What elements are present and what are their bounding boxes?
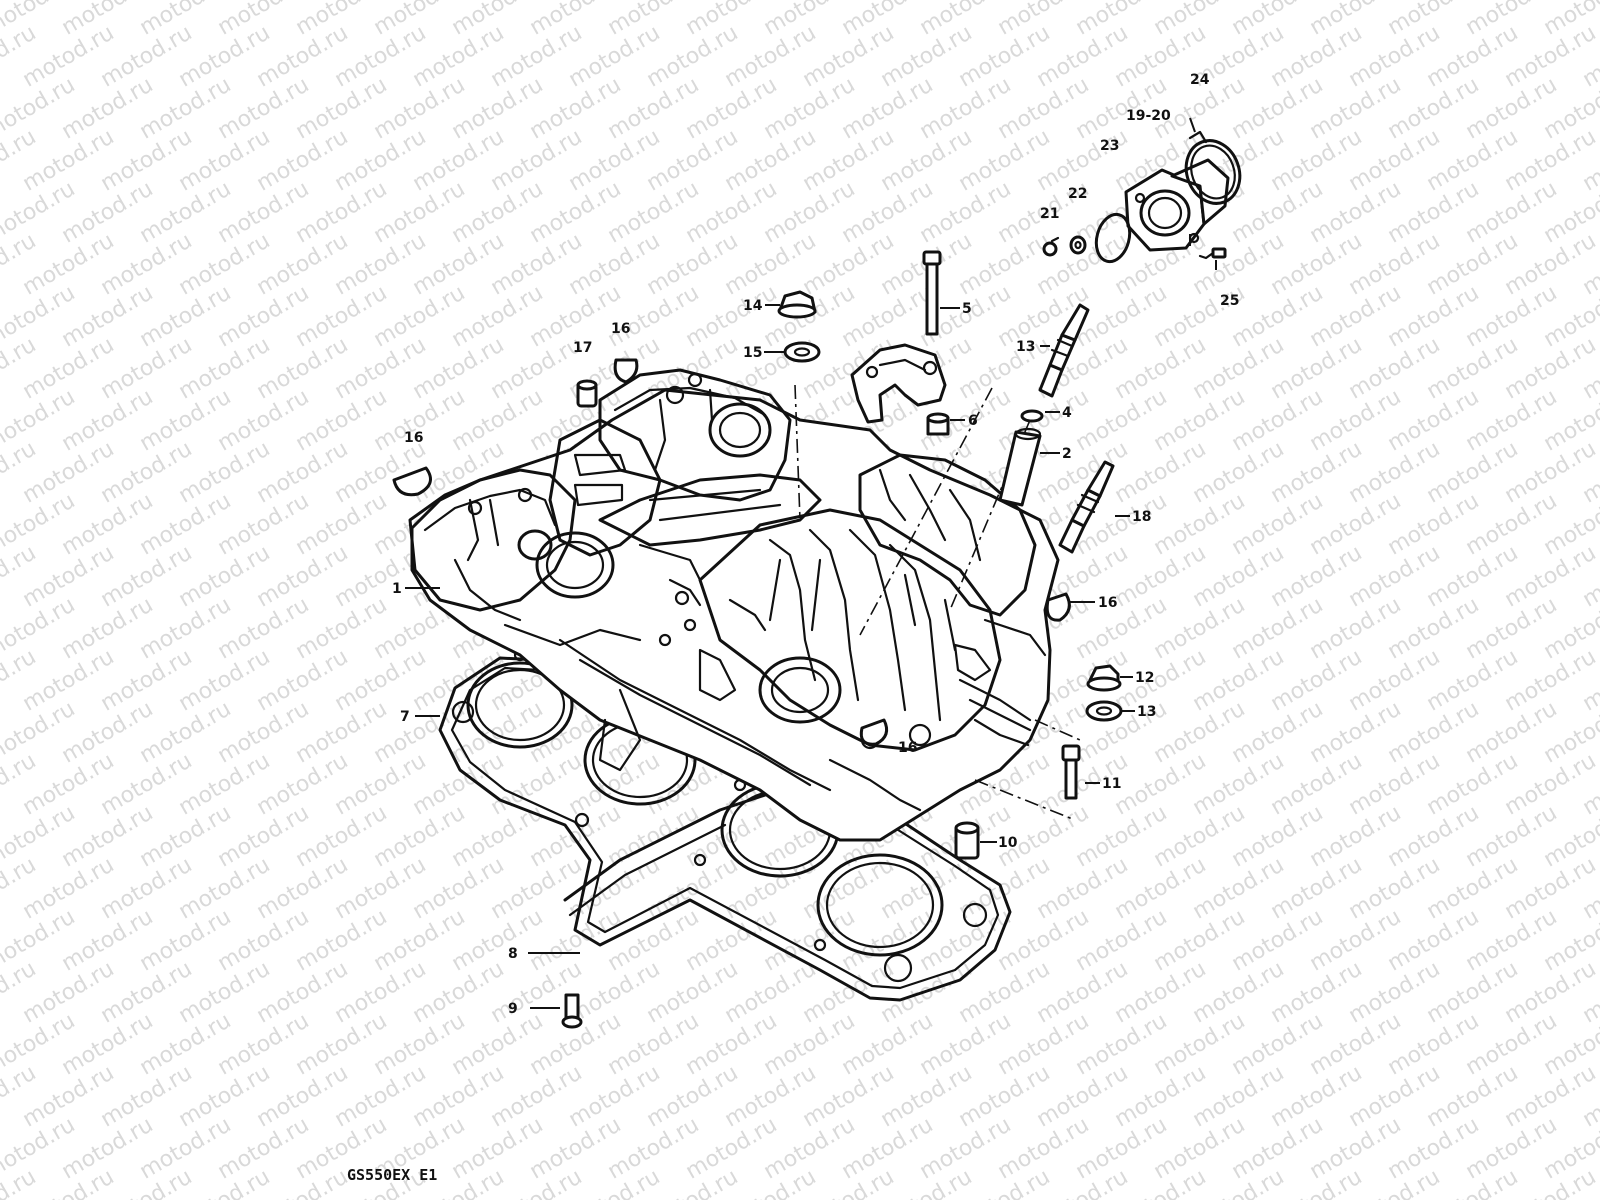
valve-guide [998, 427, 1042, 507]
cam-holder-bolt [922, 250, 942, 336]
spark-plug-right [1058, 460, 1115, 554]
valve-guide-ring [1020, 409, 1044, 423]
gasket-bore-4 [816, 853, 944, 957]
callout-7: 7 [400, 709, 410, 725]
callout-9: 9 [508, 1001, 518, 1017]
callout-22: 22 [1068, 186, 1087, 202]
cam-end-cap-16d [859, 718, 889, 746]
cam-end-cap-16b [392, 466, 432, 497]
head-bolt-11 [1061, 744, 1081, 800]
callout-12: 12 [1135, 670, 1154, 686]
callout-10: 10 [998, 835, 1018, 851]
callout-23: 23 [1100, 138, 1119, 154]
callout-24: 24 [1190, 72, 1210, 88]
leader-lines [405, 117, 1217, 1009]
washer-15 [783, 341, 821, 363]
callout-14: 14 [743, 298, 763, 314]
callout-6: 6 [968, 413, 978, 429]
callout-2: 2 [1062, 446, 1072, 462]
callout-13-lower: 13 [1137, 704, 1156, 720]
cap-nut-14 [777, 290, 817, 319]
dowel-pin-17 [576, 379, 598, 408]
callouts: 1 2 4 5 6 7 8 9 10 11 12 13 13 14 15 16 … [392, 72, 1239, 1017]
callout-15: 15 [743, 345, 762, 361]
intake-pipe [1124, 158, 1230, 252]
hose-clamp [1184, 130, 1242, 205]
callout-4: 4 [1062, 405, 1072, 421]
washer-13 [1085, 700, 1123, 722]
cam-holder [850, 343, 947, 424]
o-ring [1094, 212, 1132, 264]
callout-11: 11 [1102, 776, 1121, 792]
screw-25 [1198, 247, 1227, 260]
cap-nut-12 [1086, 664, 1122, 692]
callout-16-top: 16 [611, 321, 630, 337]
callout-1: 1 [392, 581, 402, 597]
bolt-9 [561, 993, 583, 1029]
callout-16-right: 16 [1098, 595, 1117, 611]
callout-8: 8 [508, 946, 518, 962]
cam-end-cap-16a [613, 358, 639, 384]
dowel-pin-6 [926, 412, 950, 436]
spark-plug-upper [1038, 303, 1090, 398]
washer-22 [1069, 235, 1087, 255]
cylinder-head [408, 368, 1081, 842]
screw-21 [1042, 236, 1060, 257]
callout-16-lower: 16 [898, 740, 917, 756]
dowel-pin-10 [954, 821, 980, 860]
callout-5: 5 [962, 301, 972, 317]
gasket-bore-1 [466, 661, 574, 749]
callout-13-upper: 13 [1016, 339, 1035, 355]
callout-25: 25 [1220, 293, 1239, 309]
cam-end-cap-16c [1045, 592, 1071, 622]
callout-18: 18 [1132, 509, 1151, 525]
callout-17: 17 [573, 340, 592, 356]
callout-21: 21 [1040, 206, 1059, 222]
model-label: GS550EX E1 [347, 1166, 437, 1184]
callout-19-20: 19-20 [1126, 108, 1171, 124]
callout-16-left: 16 [404, 430, 423, 446]
